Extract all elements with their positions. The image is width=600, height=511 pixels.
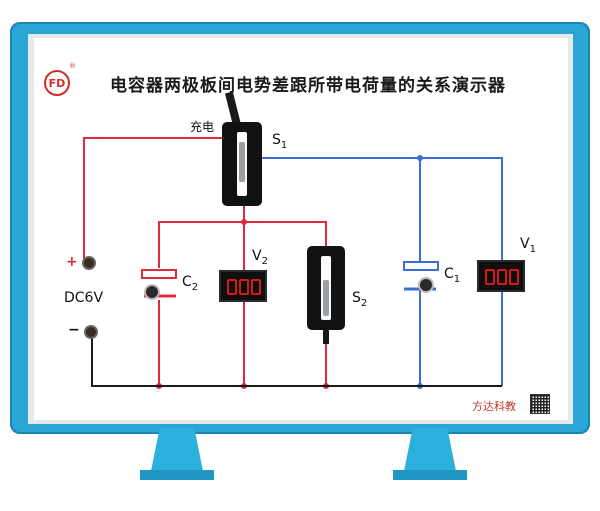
voltmeter-v1-display [477, 260, 525, 292]
charge-label: 充电 [190, 120, 215, 134]
v1-digit-2 [497, 269, 507, 285]
qr-code-icon [530, 394, 550, 414]
v1-digit-3 [509, 269, 519, 285]
brand-logo: FD [44, 70, 70, 96]
red-wire-supply [83, 137, 224, 262]
v2-label: V2 [252, 248, 268, 267]
board-panel [34, 38, 568, 420]
v2-digit-2 [239, 279, 249, 295]
red-junction-1 [241, 219, 247, 225]
switch-s2-lever[interactable] [323, 330, 329, 344]
registered-mark: ® [69, 62, 76, 70]
v1-digit-1 [485, 269, 495, 285]
brand-name: 方达科教 [472, 400, 516, 413]
switch-s2-blade [323, 280, 329, 316]
capacitor-c1-body [418, 277, 434, 293]
capacitor-c1-plate [403, 261, 439, 271]
right-stand-foot [393, 470, 467, 480]
v1-label: V1 [520, 236, 536, 255]
black-ground-wire [91, 332, 502, 387]
s2-label: S2 [352, 290, 368, 309]
negative-terminal [84, 325, 98, 339]
voltmeter-v2-display [219, 270, 267, 302]
v2-digit-1 [227, 279, 237, 295]
c2-label: C2 [182, 274, 199, 293]
blue-junction-1 [417, 155, 423, 161]
blue-wire-top [262, 157, 503, 386]
minus-sign: − [68, 322, 80, 338]
positive-terminal [82, 256, 96, 270]
left-stand [150, 428, 204, 476]
capacitor-c2-body [144, 284, 160, 300]
left-stand-foot [140, 470, 214, 480]
c1-label: C1 [444, 266, 461, 285]
switch-s1-lever [225, 91, 241, 127]
v2-digit-3 [251, 279, 261, 295]
right-stand [403, 428, 457, 476]
supply-label: DC6V [64, 290, 104, 306]
plus-sign: + [66, 254, 78, 270]
capacitor-c2-plate [141, 269, 177, 279]
s1-label: S1 [272, 132, 288, 151]
board-title: 电容器两极板间电势差跟所带电荷量的关系演示器 [110, 76, 506, 96]
switch-s1-blade [239, 142, 245, 182]
red-wire-branch [158, 205, 245, 268]
red-wire-right [244, 221, 327, 247]
switch-s2[interactable] [307, 246, 345, 330]
switch-s1[interactable] [222, 122, 262, 206]
